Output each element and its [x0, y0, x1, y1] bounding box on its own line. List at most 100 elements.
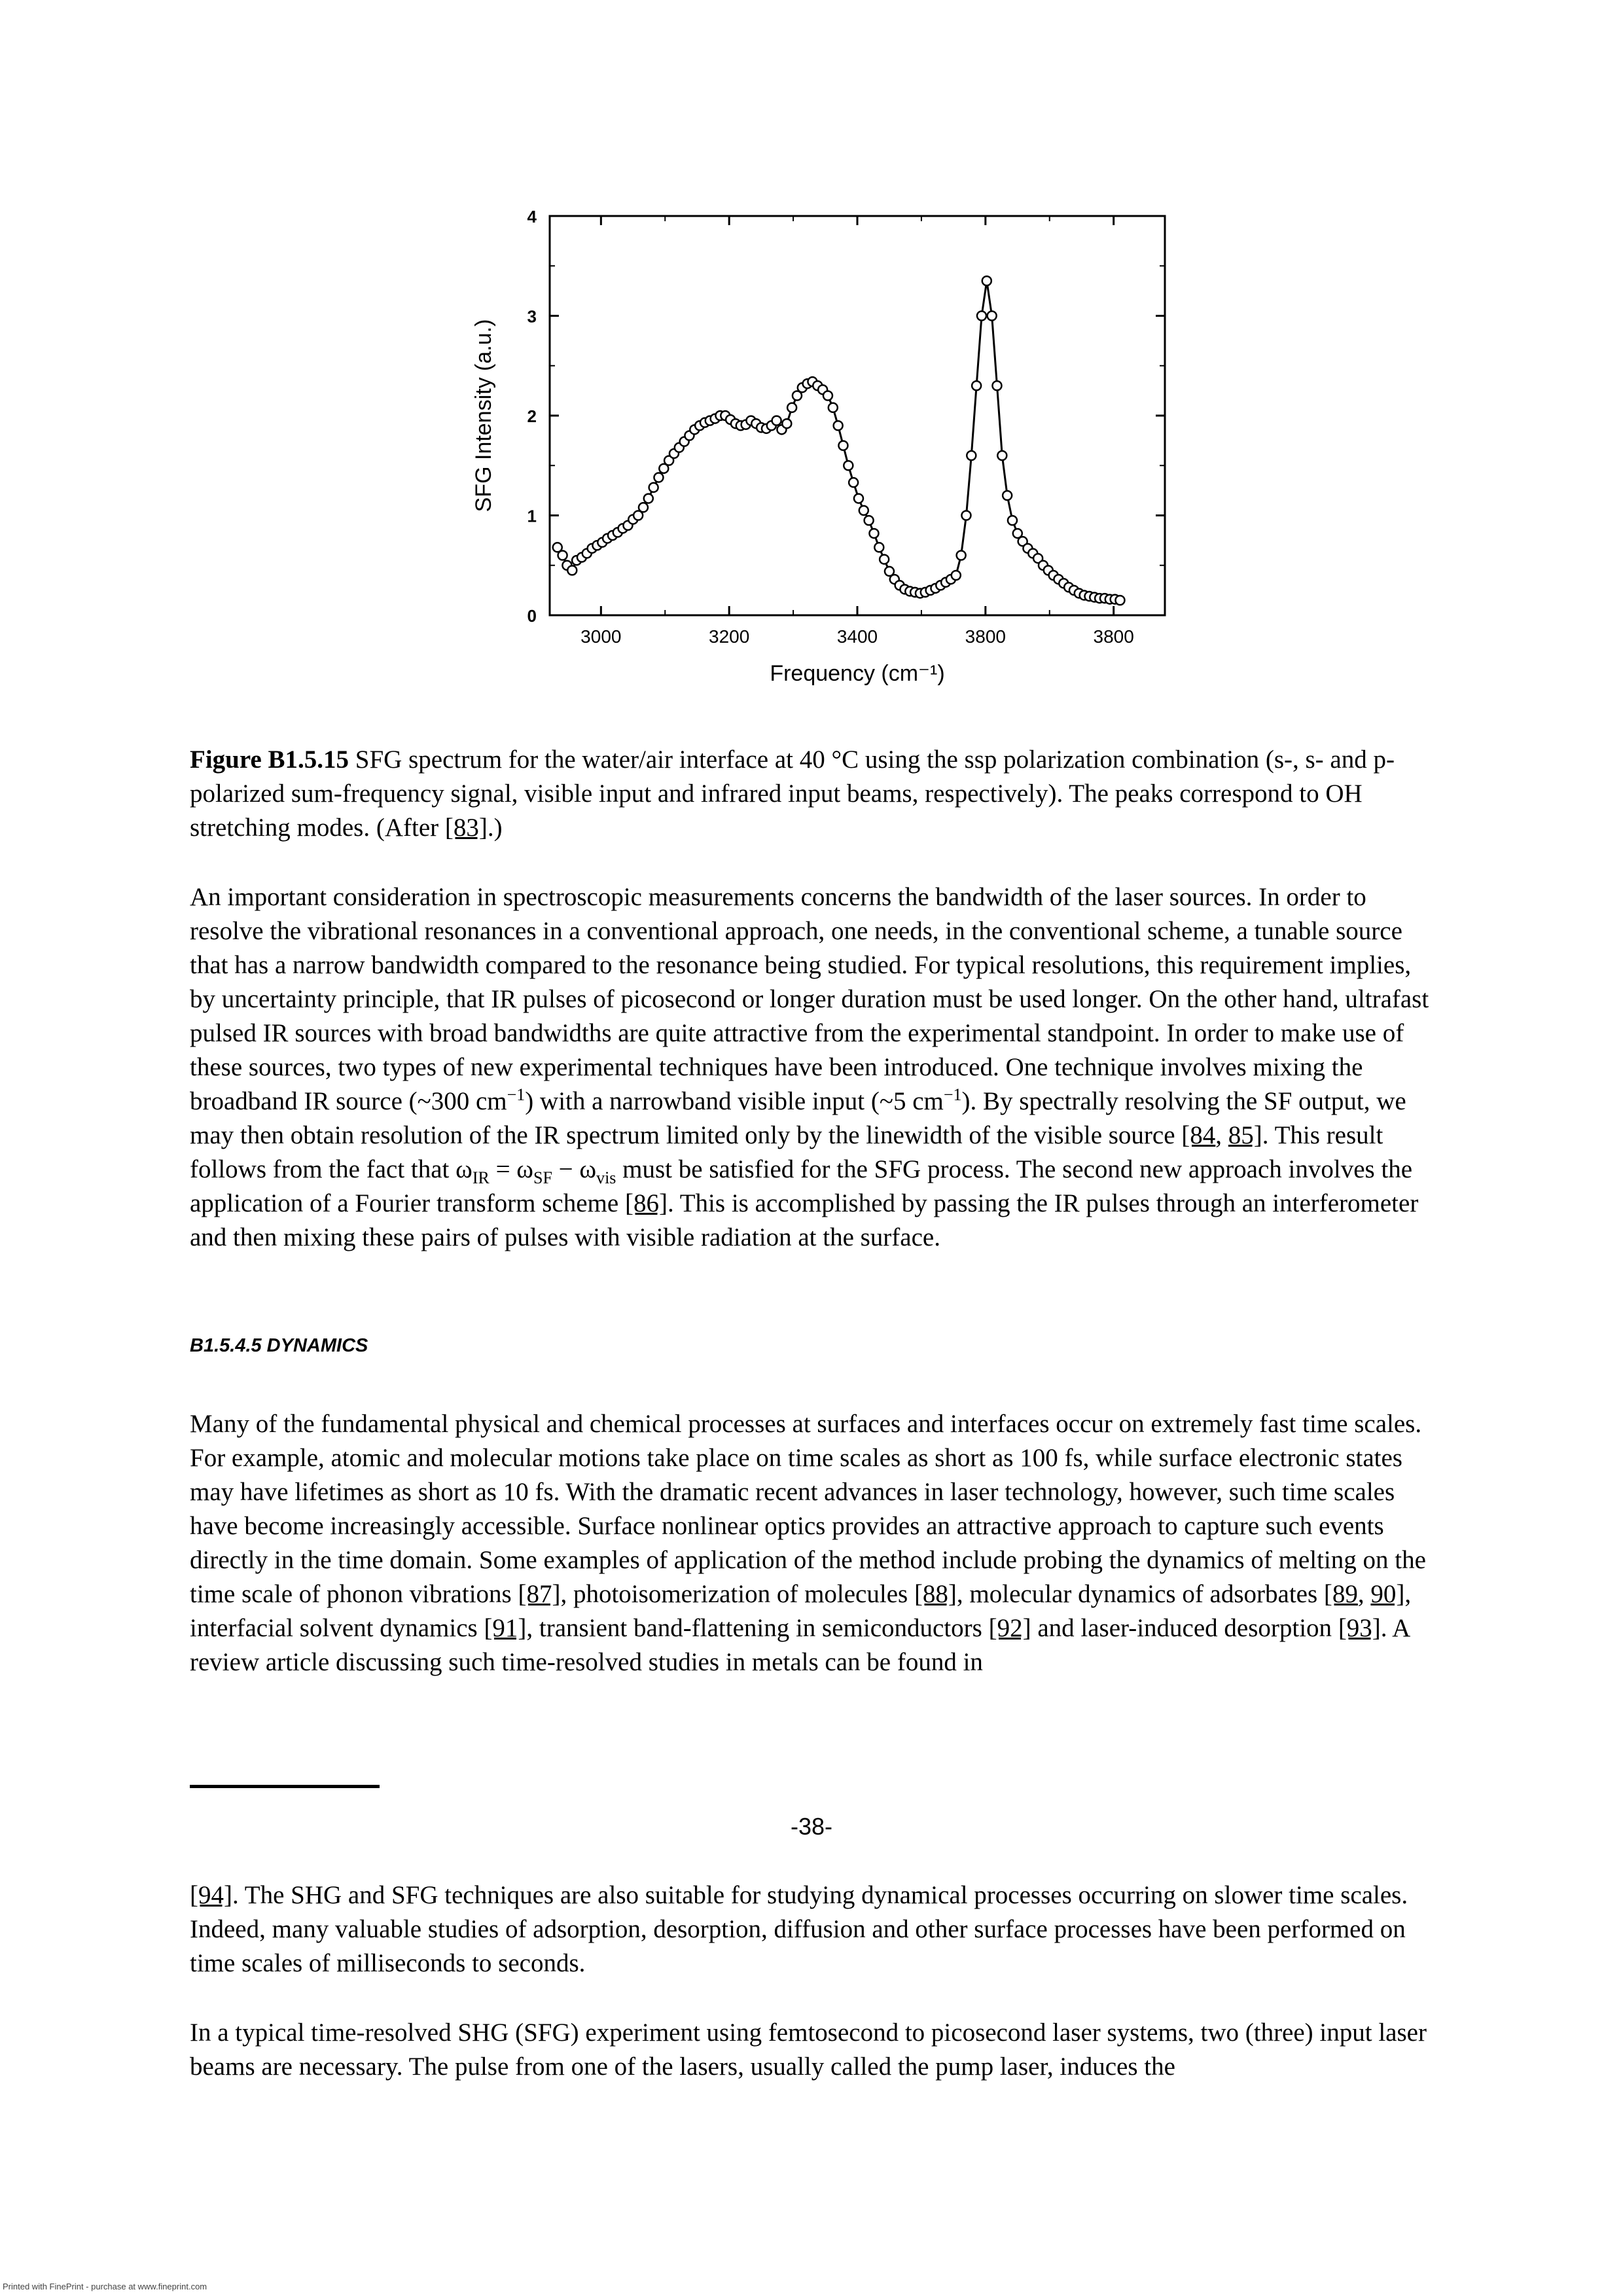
data-point — [786, 402, 798, 414]
reference-link[interactable]: [86] — [624, 1189, 668, 1217]
data-point — [658, 463, 669, 475]
reference-link[interactable]: [92] — [988, 1614, 1031, 1642]
x-tick-label: 3800 — [965, 626, 1006, 647]
text-run: An important consideration in spectrosco… — [190, 883, 1429, 1115]
data-point — [567, 565, 578, 576]
data-point — [868, 528, 880, 539]
text-run: , — [1215, 1121, 1228, 1149]
text-run: . The SHG and SFG techniques are also su… — [190, 1881, 1408, 1977]
data-point — [971, 380, 982, 391]
data-point — [950, 569, 962, 581]
data-point — [552, 542, 563, 553]
y-tick-label: 2 — [527, 406, 537, 426]
text-run: = ω — [489, 1155, 533, 1183]
section-heading: B1.5.4.5 DYNAMICS — [190, 1335, 368, 1356]
data-point — [832, 420, 844, 431]
text-run: , photoisomerization of molecules — [560, 1580, 914, 1608]
y-axis-label: SFG Intensity (a.u.) — [471, 319, 496, 512]
page-number: -38- — [790, 1813, 833, 1840]
plot-frame — [548, 215, 1166, 617]
text-run: and laser-induced desorption — [1031, 1614, 1338, 1642]
paragraph-slower-processes: [94]. The SHG and SFG techniques are als… — [190, 1878, 1433, 1981]
y-tick-label: 1 — [527, 507, 537, 526]
reference-link[interactable]: [91] — [484, 1614, 527, 1642]
data-point — [843, 460, 854, 471]
reference-link[interactable]: [88] — [914, 1580, 957, 1608]
data-point — [643, 493, 654, 504]
data-point — [781, 418, 793, 429]
text-run: ). By spectrally resolving the SF output… — [190, 1087, 1406, 1149]
data-point — [961, 510, 972, 521]
data-point — [838, 440, 849, 451]
data-point — [632, 510, 644, 521]
superscript: −1 — [943, 1085, 962, 1104]
reference-link[interactable]: [93] — [1338, 1614, 1381, 1642]
y-tick-label: 4 — [527, 207, 537, 226]
data-point — [991, 380, 1003, 391]
data-point — [986, 310, 997, 321]
reference-link[interactable]: 90] — [1370, 1580, 1405, 1608]
text-run: . This is accomplished by passing the IR… — [190, 1189, 1419, 1251]
paragraph-bandwidth: An important consideration in spectrosco… — [190, 880, 1433, 1255]
reference-link[interactable]: [89 — [1323, 1580, 1358, 1608]
caption-text-end: .) — [487, 814, 503, 842]
reference-link[interactable]: [87] — [518, 1580, 561, 1608]
text-run: , transient band-flattening in semicondu… — [526, 1614, 989, 1642]
data-point — [637, 502, 649, 513]
text-run: . A review article discussing such time-… — [190, 1614, 1410, 1676]
x-tick-label: 3000 — [580, 626, 621, 647]
data-point — [1017, 535, 1028, 547]
data-point — [1032, 552, 1044, 564]
paragraph-time-resolved: In a typical time-resolved SHG (SFG) exp… — [190, 2016, 1433, 2084]
data-point — [557, 550, 568, 561]
data-point — [955, 550, 967, 561]
data-point — [874, 542, 885, 553]
subscript: vis — [596, 1168, 616, 1187]
data-point — [966, 450, 977, 461]
data-point — [791, 390, 803, 401]
data-point — [663, 455, 675, 466]
data-point — [648, 482, 659, 493]
data-point — [1012, 528, 1024, 539]
x-tick-label: 3800 — [1094, 626, 1134, 647]
text-run: In a typical time-resolved SHG (SFG) exp… — [190, 2018, 1427, 2081]
reference-link[interactable]: [94] — [190, 1881, 232, 1909]
y-tick-label: 3 — [527, 307, 537, 327]
data-point — [827, 402, 839, 414]
data-point — [976, 310, 988, 321]
data-point — [653, 472, 664, 483]
reference-link[interactable]: 85] — [1228, 1121, 1262, 1149]
caption-text: SFG spectrum for the water/air interface… — [190, 745, 1395, 842]
caption-label: Figure B1.5.15 — [190, 745, 349, 774]
x-tick-label: 3400 — [837, 626, 878, 647]
data-point — [771, 415, 782, 426]
x-tick-label: 3200 — [709, 626, 749, 647]
subscript: IR — [472, 1168, 490, 1187]
reference-link[interactable]: [83] — [444, 814, 488, 842]
figure-caption: Figure B1.5.15 SFG spectrum for the wate… — [190, 743, 1433, 845]
data-point — [853, 493, 865, 504]
data-point — [1001, 490, 1013, 501]
text-run: ) with a narrowband visible input (~5 cm — [525, 1087, 944, 1115]
text-run: , — [1357, 1580, 1371, 1608]
reference-link[interactable]: [84 — [1181, 1121, 1216, 1149]
data-point — [847, 476, 859, 488]
text-run: . This result follows from the fact that… — [190, 1121, 1383, 1183]
data-point — [822, 390, 834, 401]
text-run: − ω — [552, 1155, 597, 1183]
data-point — [883, 565, 895, 577]
text-run: , molecular dynamics of adsorbates — [956, 1580, 1324, 1608]
data-point — [997, 450, 1008, 461]
text-run: Many of the fundamental physical and che… — [190, 1410, 1426, 1608]
print-footer-note: Printed with FinePrint - purchase at www… — [3, 2282, 207, 2291]
text-run: , interfacial solvent dynamics — [190, 1580, 1412, 1642]
data-point — [1115, 594, 1126, 606]
data-point — [1007, 514, 1018, 526]
data-point — [981, 275, 993, 287]
superscript: −1 — [507, 1085, 526, 1104]
text-run: must be satisfied for the SFG process. T… — [190, 1155, 1413, 1217]
data-point — [858, 505, 870, 516]
